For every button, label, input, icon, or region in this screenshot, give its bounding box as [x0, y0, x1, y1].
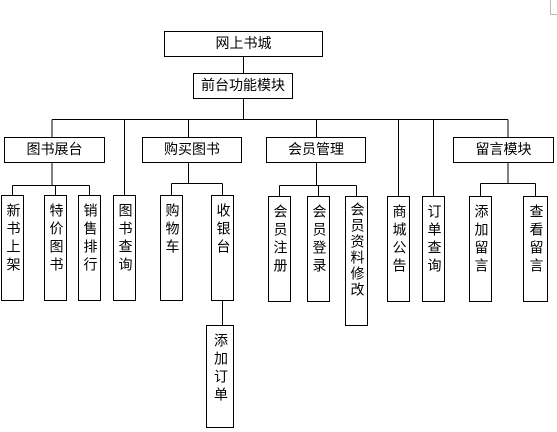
node-books: 图书展台	[4, 137, 105, 163]
node-frontend-label: 前台功能模块	[201, 78, 285, 94]
node-add-order: 添加订单	[206, 325, 234, 428]
node-root-label: 网上书城	[215, 36, 272, 52]
node-cart: 购物车	[160, 195, 183, 301]
node-edit-profile: 会员资料修改	[345, 196, 368, 326]
node-edit-profile-label: 会员资料修改	[348, 202, 365, 298]
corner-border-fragment	[550, 0, 557, 15]
node-new-books: 新书上架	[1, 195, 24, 301]
node-books-label: 图书展台	[26, 142, 83, 158]
node-order-query-label: 订单查询	[425, 204, 442, 276]
node-member: 会员管理	[266, 137, 366, 163]
node-view-message-label: 查看留言	[527, 204, 544, 276]
node-notice: 商城公告	[387, 196, 410, 302]
node-checkout: 收银台	[211, 195, 234, 301]
node-add-message: 添加留言	[469, 196, 492, 302]
node-message-label: 留言模块	[475, 142, 532, 158]
node-login: 会员登录	[307, 196, 330, 302]
node-special-books-label: 特价图书	[47, 203, 64, 275]
node-new-books-label: 新书上架	[4, 203, 21, 275]
node-checkout-label: 收银台	[214, 203, 231, 257]
node-notice-label: 商城公告	[390, 204, 407, 276]
node-root: 网上书城	[164, 31, 323, 57]
node-book-query-label: 图书查询	[116, 203, 133, 275]
node-buy-label: 购买图书	[164, 142, 220, 158]
node-register: 会员注册	[268, 196, 291, 302]
node-buy: 购买图书	[142, 137, 242, 163]
node-view-message: 查看留言	[523, 196, 548, 302]
node-add-order-label: 添加订单	[212, 333, 228, 405]
node-book-query: 图书查询	[113, 195, 136, 301]
node-member-label: 会员管理	[288, 142, 344, 158]
node-frontend: 前台功能模块	[193, 73, 293, 99]
node-add-message-label: 添加留言	[472, 204, 489, 276]
node-sales-rank-label: 销售排行	[81, 203, 98, 275]
node-special-books: 特价图书	[44, 195, 67, 301]
node-register-label: 会员注册	[271, 204, 288, 276]
node-order-query: 订单查询	[422, 196, 445, 302]
node-message: 留言模块	[453, 137, 554, 163]
node-cart-label: 购物车	[163, 203, 180, 257]
node-login-label: 会员登录	[310, 204, 327, 276]
node-sales-rank: 销售排行	[78, 195, 101, 301]
